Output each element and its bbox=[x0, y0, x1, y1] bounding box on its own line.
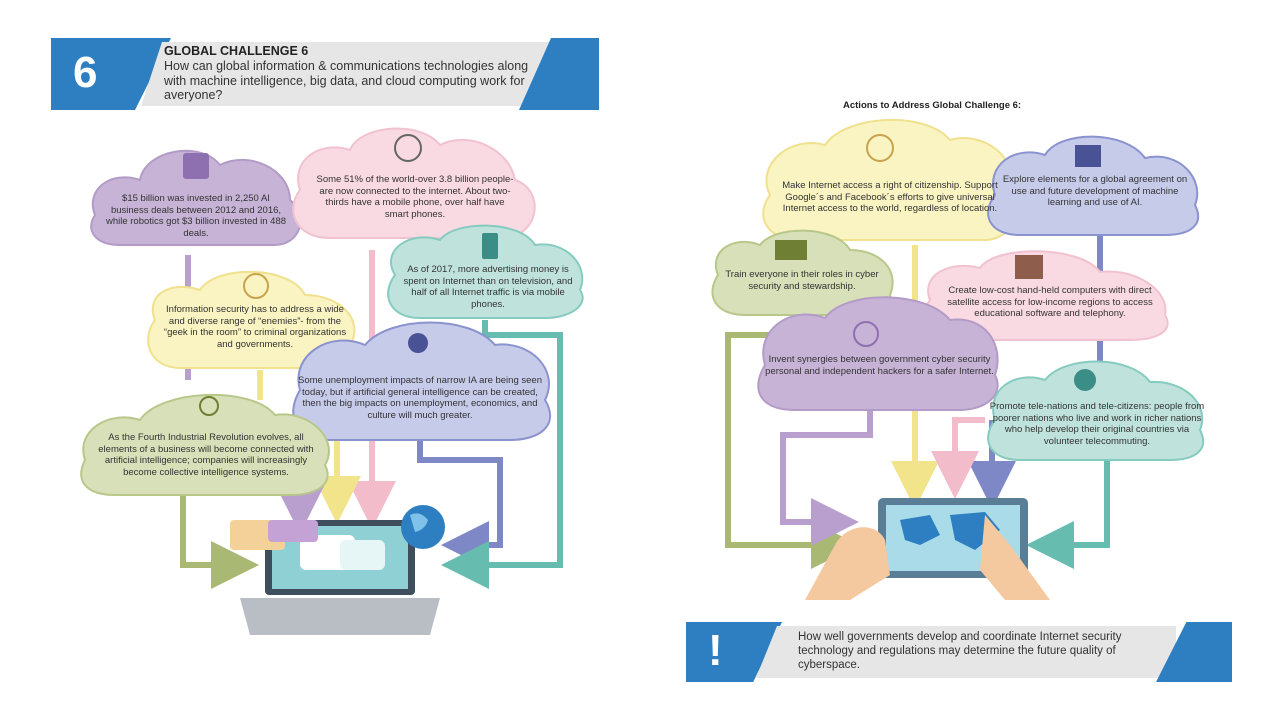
teal-connector bbox=[441, 320, 563, 589]
action-text-train: Train everyone in their roles in cyber s… bbox=[725, 269, 879, 292]
network-icon bbox=[199, 396, 219, 416]
conclusion-footer: ! How well governments develop and coord… bbox=[686, 622, 1232, 682]
hand-right-icon bbox=[980, 515, 1050, 600]
actions-title: Actions to Address Global Challenge 6: bbox=[843, 100, 1022, 111]
wifi-globe-icon bbox=[866, 134, 894, 162]
challenge-title: GLOBAL CHALLENGE 6 bbox=[164, 44, 309, 58]
pink-action-connector bbox=[931, 417, 985, 499]
cloud-text-advertising: As of 2017, more advertising money is sp… bbox=[403, 264, 573, 310]
people-group-icon bbox=[1074, 369, 1096, 391]
cloud-synergies bbox=[757, 296, 999, 411]
laptop-illustration bbox=[230, 505, 445, 635]
purple-action-connector bbox=[780, 410, 873, 546]
action-text-telenations: Promote tele-nations and tele-citizens: … bbox=[989, 401, 1205, 447]
cloud-train bbox=[711, 229, 894, 316]
cloud-text-connected: Some 51% of the world-over 3.8 billion p… bbox=[316, 174, 514, 220]
exclamation-icon: ! bbox=[708, 626, 723, 675]
action-text-citizenship: Make Internet access a right of citizens… bbox=[782, 180, 998, 214]
tablet-illustration bbox=[805, 498, 1050, 600]
action-text-synergies: Invent synergies between government cybe… bbox=[765, 354, 994, 377]
cloud-text-revolution: As the Fourth Industrial Revolution evol… bbox=[98, 432, 314, 478]
cloud-ai-investment bbox=[90, 149, 302, 246]
cloud-revolution bbox=[80, 393, 330, 496]
globe-cursor-icon bbox=[394, 134, 422, 162]
cloud-text-ai-investment: $15 billion was invested in 2,250 AI bus… bbox=[105, 193, 287, 239]
challenge-number: 6 bbox=[73, 48, 98, 97]
hand-left-icon bbox=[805, 527, 890, 600]
desk-computer-icon bbox=[1015, 255, 1043, 279]
teal-action-connector bbox=[1026, 460, 1110, 569]
cloud-text-unemployment: Some unemployment impacts of narrow IA a… bbox=[298, 375, 542, 421]
chat-bubble-icon-3 bbox=[268, 520, 318, 542]
cloud-unemployment bbox=[292, 321, 551, 441]
footer-message: How well governments develop and coordin… bbox=[798, 631, 1122, 671]
globe-shield-icon bbox=[243, 273, 269, 299]
cloud-advertising bbox=[387, 224, 584, 319]
world-map-icon bbox=[900, 515, 940, 545]
cloud-security bbox=[147, 270, 356, 369]
challenge-header: 6 GLOBAL CHALLENGE 6 How can global info… bbox=[51, 38, 599, 110]
action-text-computers: Create low-cost hand-held computers with… bbox=[947, 285, 1153, 319]
mobile-phone-icon bbox=[482, 233, 498, 259]
worker-icon bbox=[408, 333, 428, 353]
olive-connector bbox=[180, 495, 259, 589]
cloud-telenations bbox=[987, 360, 1205, 461]
cloud-text-security: Information security has to address a wi… bbox=[163, 304, 347, 350]
cloud-connected bbox=[292, 127, 536, 239]
brain-chip-icon bbox=[183, 153, 209, 179]
action-text-agreement: Explore elements for a global agreement … bbox=[1002, 174, 1188, 208]
cloud-agreement bbox=[987, 135, 1200, 236]
recycle-globe-icon bbox=[853, 321, 879, 347]
robot-arm-icon bbox=[1075, 145, 1101, 167]
training-board-icon bbox=[775, 240, 807, 260]
challenge-question: How can global information & communicati… bbox=[164, 59, 529, 102]
